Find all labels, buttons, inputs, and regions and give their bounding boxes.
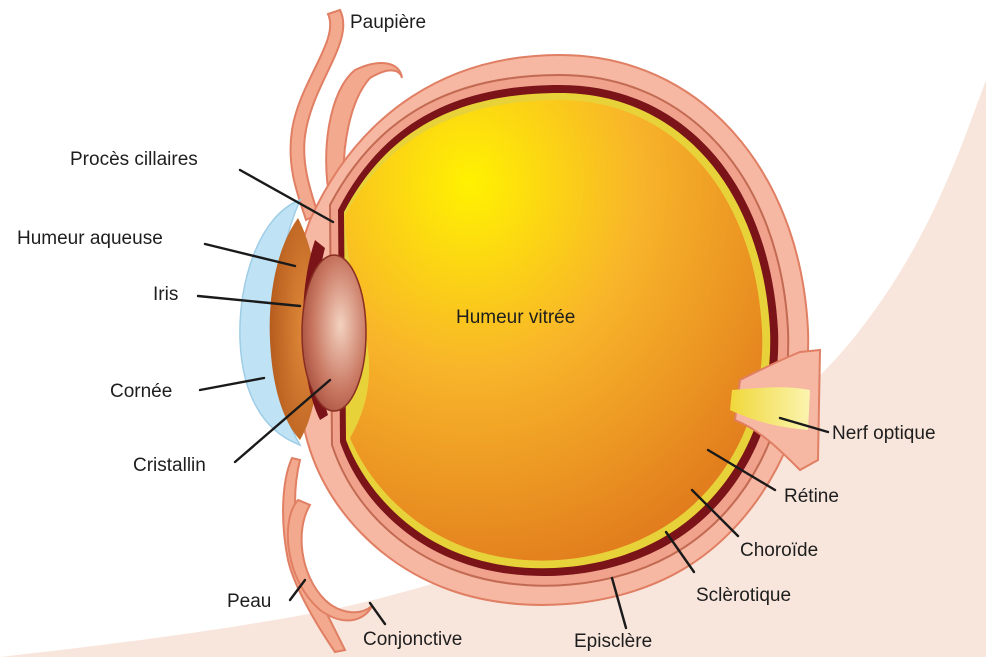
label-nerf-optique: Nerf optique (832, 423, 936, 444)
label-episclere: Episclère (574, 631, 652, 652)
vitreous-humour (345, 100, 762, 561)
label-iris: Iris (153, 284, 178, 305)
label-paupiere: Paupière (350, 12, 426, 33)
label-humeur-vitree: Humeur vitrée (456, 307, 575, 328)
label-cristallin: Cristallin (133, 455, 206, 476)
lens (302, 255, 366, 411)
label-choroide: Choroïde (740, 540, 818, 561)
label-proces-cillaires: Procès cillaires (70, 149, 198, 170)
label-cornee: Cornée (110, 381, 172, 402)
label-retine: Rétine (784, 486, 839, 507)
label-sclerotique: Sclèrotique (696, 585, 791, 606)
label-peau: Peau (227, 591, 271, 612)
label-humeur-aqueuse: Humeur aqueuse (17, 228, 163, 249)
label-conjonctive: Conjonctive (363, 629, 462, 650)
